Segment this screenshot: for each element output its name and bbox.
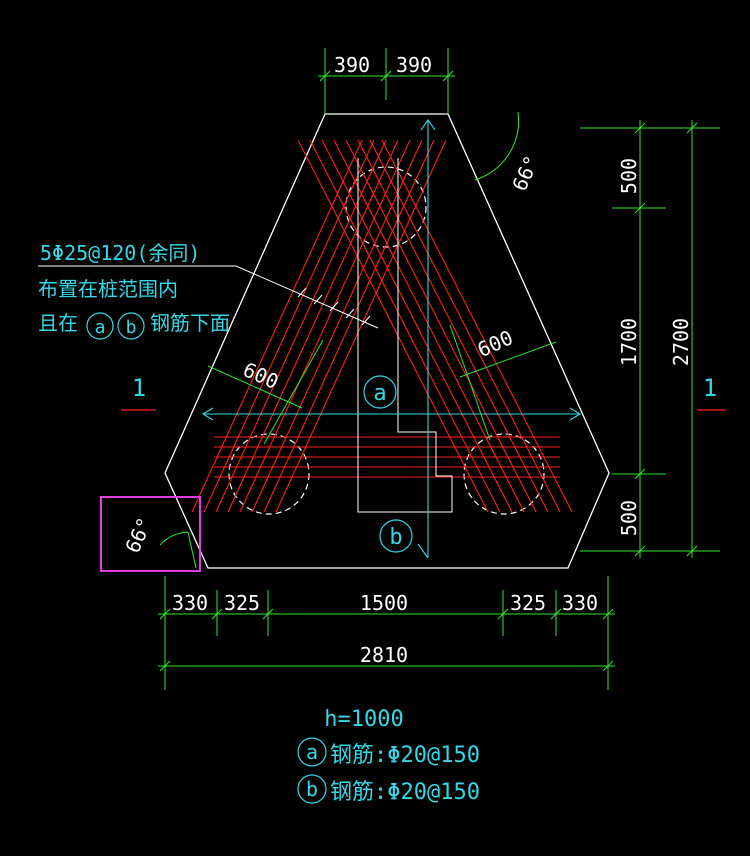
dim-band-left: 600	[239, 357, 282, 394]
section-cut-line	[357, 158, 453, 513]
rebar-diagonal-left	[275, 139, 447, 513]
rebar-mark-a: a	[373, 381, 386, 406]
callout-line-2: 布置在桩范围内	[38, 277, 178, 301]
axis-arrow-right	[569, 407, 582, 421]
callout-mark-a-circle	[86, 312, 114, 340]
pile-right	[463, 433, 545, 515]
rebar-diagonal-left	[203, 139, 375, 513]
dim-bottom-3: 1500	[360, 591, 408, 615]
rebar-diagonal-left	[263, 139, 435, 513]
note-a-mark: a	[306, 740, 318, 764]
selection-box[interactable]	[100, 496, 201, 572]
axis-arrow-bottom	[417, 543, 429, 559]
rebar-diagonal-right	[345, 139, 537, 513]
note-a-circle	[297, 737, 327, 767]
dim-bottom-4: 325	[510, 591, 546, 615]
rebar-diagonal-right	[321, 139, 513, 513]
rebar-mark-b: b	[389, 525, 402, 550]
axis-arrow-left	[201, 407, 214, 421]
note-b-mark: b	[306, 777, 318, 801]
dim-top-right: 390	[396, 53, 432, 77]
dim-bottom-2: 325	[224, 591, 260, 615]
section-mark-right: 1	[703, 374, 717, 402]
rebar-diagonal-right	[333, 139, 525, 513]
section-mark-left: 1	[132, 374, 146, 402]
dim-right-bottom: 500	[617, 500, 641, 536]
angle-bottom-label: 66°	[120, 514, 157, 557]
callout-line-3-suffix: 钢筋下面	[150, 311, 230, 335]
rebar-diagonal-right	[381, 139, 573, 513]
dim-bottom-1: 330	[172, 591, 208, 615]
dim-right-mid: 1700	[617, 318, 641, 366]
angle-top-label: 66°	[507, 152, 544, 195]
rebar-diagonal-left	[239, 139, 411, 513]
callout-mark-b: b	[126, 317, 137, 338]
rebar-bands	[191, 139, 573, 513]
rebar-diagonal-left	[191, 139, 363, 513]
dim-bottom-5: 330	[562, 591, 598, 615]
note-b-circle	[297, 774, 327, 804]
callout-line-3-prefix: 且在	[38, 311, 78, 335]
rebar-diagonal-left	[251, 139, 423, 513]
dim-right-top: 500	[617, 158, 641, 194]
rebar-mark-b-circle	[379, 519, 413, 553]
rebar-diagonal-right	[369, 139, 561, 513]
axis-arrow-top	[420, 119, 436, 131]
note-a-text: 钢筋:Φ20@150	[330, 743, 480, 768]
rebar-diagonal-right	[357, 139, 549, 513]
callout-line-1: 5Φ25@120(余同)	[40, 241, 200, 265]
dim-band-right: 600	[474, 325, 517, 362]
callout-ticks	[297, 287, 371, 326]
pile-left	[228, 433, 310, 515]
rebar-diagonal-right	[309, 139, 501, 513]
dim-bottom-total: 2810	[360, 643, 408, 667]
dimension-lines	[158, 48, 720, 690]
pile-top	[345, 166, 427, 248]
callout-mark-a: a	[95, 317, 106, 338]
callout-mark-b-circle	[117, 312, 145, 340]
dim-top-left: 390	[334, 53, 370, 77]
note-b-text: 钢筋:Φ20@150	[330, 780, 480, 805]
dim-right-total: 2700	[669, 318, 693, 366]
callout-leader	[38, 265, 379, 329]
note-height: h=1000	[324, 707, 403, 732]
rebar-diagonal-right	[297, 139, 489, 513]
rebar-diagonal-left	[227, 139, 399, 513]
rebar-mark-a-circle	[363, 375, 397, 409]
